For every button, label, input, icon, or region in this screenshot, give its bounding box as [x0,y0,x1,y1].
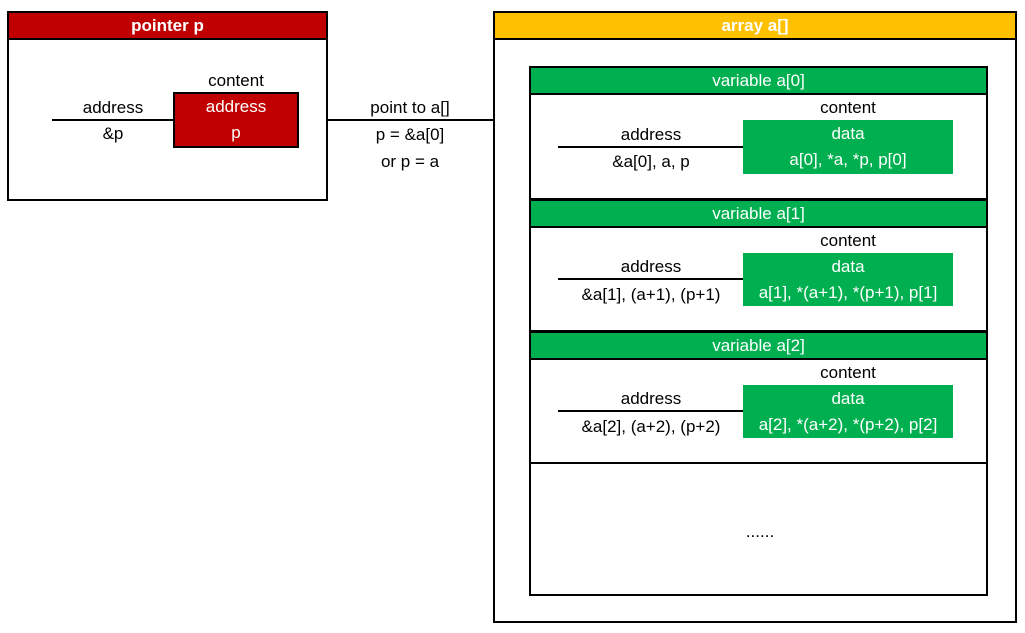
variable-a1-data-label: data [831,256,865,276]
pointer-address-value: &p [102,124,124,143]
variable-a1-header: variable a[1] [529,199,988,228]
variable-a0-data-label: data [831,124,865,143]
link-text-assign: p = &a[0] [375,125,445,144]
variable-a0-data-cell: data a[0], *a, *p, p[0] [743,120,953,174]
variable-a2-data-cell: data a[2], *(a+2), *(p+2), p[2] [743,385,953,438]
pointer-address-line [52,119,174,121]
variable-a2-header: variable a[2] [529,331,988,360]
pointer-to-array-connector [327,119,494,121]
variable-a1-data-cell: data a[1], *(a+1), *(p+1), p[1] [743,253,953,306]
array-title: array a[] [493,11,1017,40]
array-ellipsis: ...... [745,522,775,541]
variable-a1-data-value: a[1], *(a+1), *(p+1), p[1] [758,282,938,302]
variable-a2-address-label: address [620,389,682,408]
variable-a1-content-label: content [820,231,876,250]
pointer-content-cell: address p [173,92,299,148]
variable-a0-address-value: &a[0], a, p [612,152,690,171]
variable-a1-address-label: address [620,257,682,276]
link-text-alt-assign: or p = a [380,152,440,171]
variable-a0-header: variable a[0] [529,66,988,95]
variable-a0-content-label: content [820,98,876,117]
variable-a1-address-value: &a[1], (a+1), (p+1) [581,285,721,304]
pointer-address-label: address [82,98,144,117]
variable-a0-data-value: a[0], *a, *p, p[0] [789,150,907,169]
variable-a2-address-line [558,410,744,412]
variable-a1-address-line [558,278,744,280]
pointer-cell-line1: address [205,97,267,116]
variable-a2-content-label: content [820,363,876,382]
pointer-content-label: content [208,71,264,90]
pointer-cell-line2: p [231,123,241,142]
variable-a2-data-value: a[2], *(a+2), *(p+2), p[2] [758,414,938,434]
variable-a2-address-value: &a[2], (a+2), (p+2) [581,417,721,436]
pointer-title: pointer p [7,11,328,40]
variable-a0-address-label: address [620,125,682,144]
variable-a2-data-label: data [831,388,865,408]
variable-a2-bottom-border [529,462,988,464]
variable-a0-address-line [558,146,744,148]
link-text-point-to: point to a[] [370,98,450,117]
